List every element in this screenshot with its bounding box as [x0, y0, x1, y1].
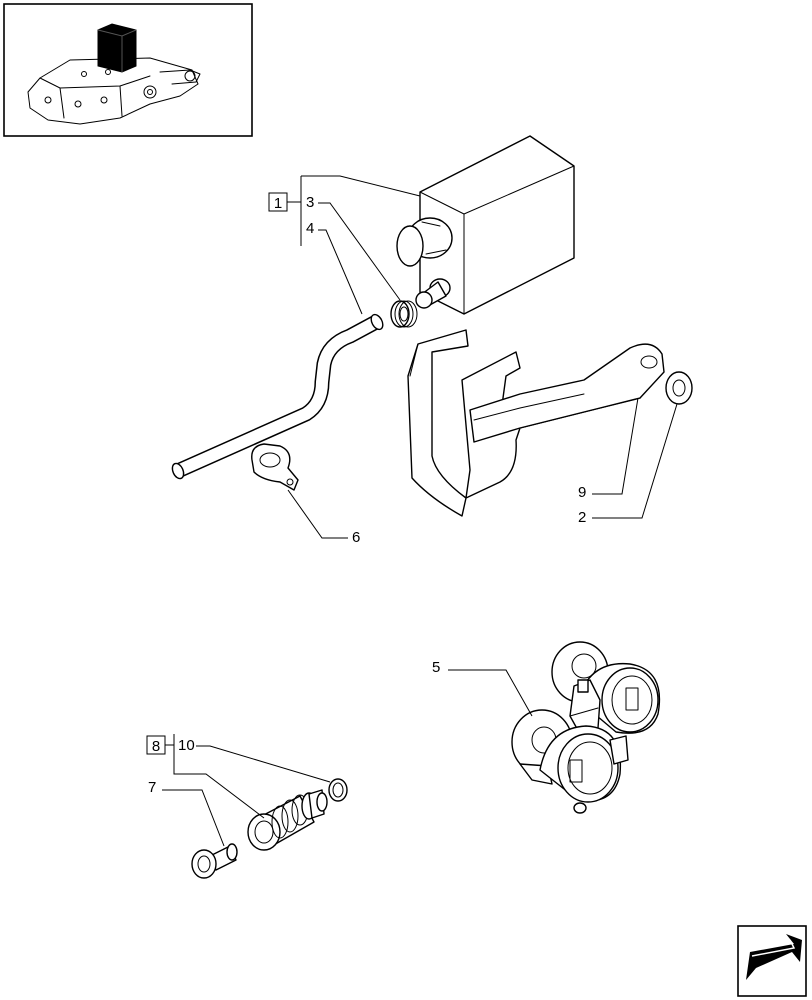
- pipe: [171, 313, 384, 480]
- callout-1: 1: [274, 195, 282, 212]
- callout-4: 4: [306, 220, 314, 237]
- support-bracket: [407, 329, 665, 517]
- plug: [191, 843, 238, 879]
- assembly-location-thumbnail: [3, 3, 253, 137]
- spring: [390, 300, 418, 328]
- next-page-arrow-icon[interactable]: [737, 925, 807, 997]
- callout-9: 9: [578, 484, 586, 501]
- valve-block: [396, 135, 575, 315]
- callout-group-5: 5: [432, 659, 533, 717]
- callout-8: 8: [152, 738, 160, 755]
- callout-2: 2: [578, 509, 586, 526]
- gauge-assembly: [511, 641, 661, 814]
- callout-5: 5: [432, 659, 440, 676]
- callout-10: 10: [178, 737, 195, 754]
- callout-group-9-2: 9 2: [578, 397, 678, 526]
- pipe-clip: [251, 443, 299, 491]
- callout-group-1: 1 3 4: [268, 175, 421, 315]
- callout-6: 6: [352, 529, 360, 546]
- washer: [665, 371, 693, 405]
- callout-group-6: 6: [287, 489, 360, 546]
- callout-3: 3: [306, 194, 314, 211]
- circlip: [328, 778, 348, 802]
- callout-group-8: 8 10 7: [146, 734, 331, 847]
- quick-coupling: [247, 789, 328, 851]
- callout-7: 7: [148, 779, 156, 796]
